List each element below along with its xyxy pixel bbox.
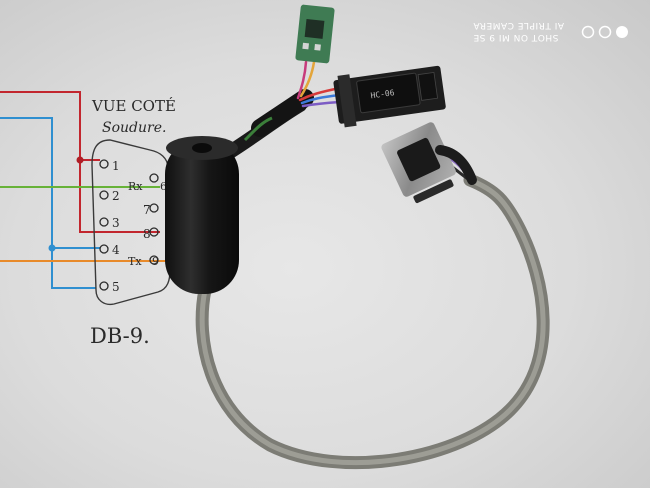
db9-connector (381, 122, 456, 204)
tx-label: Tx (128, 255, 142, 268)
bt-module: HC-06 (333, 65, 446, 128)
watermark-line2: SHOT ON MI 9 SE (473, 32, 558, 42)
pin-label-6: 6 (160, 180, 167, 193)
pin-label-2: 2 (112, 189, 120, 203)
grey-cable-highlight (199, 177, 546, 466)
sketch-title-line1: VUE COTÉ (91, 97, 176, 115)
pin-label-5: 5 (112, 280, 120, 294)
connector-label: DB-9. (90, 324, 150, 348)
wire-red (0, 91, 100, 161)
module-chip-text: HC-06 (370, 88, 395, 100)
pin-label-9: 9 (152, 255, 159, 268)
watermark-line1: AI TRIPLE CAMERA (473, 20, 564, 30)
sketch-title-line2: Soudure. (102, 120, 166, 136)
grey-cable (195, 173, 550, 470)
wire-blue-2 (51, 248, 96, 289)
db9-outline (91, 139, 171, 306)
pin-label-7: 7 (143, 203, 151, 217)
cable-boot (435, 145, 477, 185)
rx-label: Rx (128, 180, 143, 193)
thin-green-wire (243, 116, 273, 142)
watermark-ring-icon (581, 25, 595, 39)
green-module (295, 4, 335, 64)
pin-label-4: 4 (112, 243, 120, 257)
watermark-ring-icon (598, 25, 612, 39)
wire-red-2 (79, 160, 160, 233)
schematic-wires (0, 91, 175, 289)
pin-label-1: 1 (112, 159, 120, 173)
camera-watermark: AI TRIPLE CAMERA SHOT ON MI 9 SE (473, 20, 628, 42)
pin-label-8: 8 (143, 227, 151, 241)
ferrite-core (165, 136, 239, 294)
junction-dot (48, 244, 56, 252)
pin-label-3: 3 (112, 216, 120, 230)
heatshrink-upper (251, 89, 314, 137)
db9-pins (99, 159, 159, 291)
wire-blue (0, 117, 100, 249)
watermark-dot-icon (616, 26, 628, 38)
junction-dot (76, 156, 84, 164)
